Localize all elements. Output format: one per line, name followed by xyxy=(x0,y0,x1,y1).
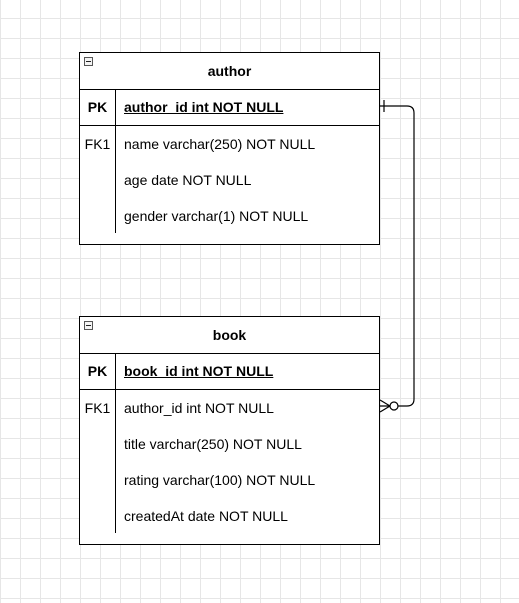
field-label: gender varchar(1) NOT NULL xyxy=(124,208,309,224)
table-author[interactable]: author PK author_id int NOT NULL FK1 nam… xyxy=(79,52,380,245)
attribute-row[interactable]: createdAt date NOT NULL xyxy=(80,498,379,534)
relationship-line[interactable] xyxy=(380,105,415,407)
collapse-icon[interactable] xyxy=(84,57,93,66)
attribute-row[interactable]: rating varchar(100) NOT NULL xyxy=(80,462,379,498)
field-label: createdAt date NOT NULL xyxy=(124,508,288,524)
table-title: book xyxy=(80,317,379,354)
attribute-row[interactable]: FK1 author_id int NOT NULL xyxy=(80,390,379,426)
key-label: PK xyxy=(87,363,108,379)
primary-key-row[interactable]: PK book_id int NOT NULL xyxy=(80,353,379,390)
collapse-icon[interactable] xyxy=(84,321,93,330)
key-label: FK1 xyxy=(84,400,111,416)
table-book[interactable]: book PK book_id int NOT NULL FK1 author_… xyxy=(79,316,380,545)
field-label: author_id int NOT NULL xyxy=(124,99,284,115)
key-column-divider xyxy=(115,89,116,233)
attribute-row[interactable]: FK1 name varchar(250) NOT NULL xyxy=(80,126,379,162)
field-label: title varchar(250) NOT NULL xyxy=(124,436,302,452)
zero-or-many-cardinality-icon xyxy=(379,399,399,413)
attribute-row[interactable]: title varchar(250) NOT NULL xyxy=(80,426,379,462)
key-column-divider xyxy=(115,353,116,533)
field-label: book_id int NOT NULL xyxy=(124,363,274,379)
field-label: rating varchar(100) NOT NULL xyxy=(124,472,316,488)
primary-key-row[interactable]: PK author_id int NOT NULL xyxy=(80,89,379,126)
field-label: name varchar(250) NOT NULL xyxy=(124,136,316,152)
key-label: PK xyxy=(87,99,108,115)
attribute-row[interactable]: age date NOT NULL xyxy=(80,162,379,198)
table-title: author xyxy=(80,53,379,90)
field-label: author_id int NOT NULL xyxy=(124,400,274,416)
key-label: FK1 xyxy=(84,136,111,152)
field-label: age date NOT NULL xyxy=(124,172,252,188)
attribute-row[interactable]: gender varchar(1) NOT NULL xyxy=(80,198,379,234)
